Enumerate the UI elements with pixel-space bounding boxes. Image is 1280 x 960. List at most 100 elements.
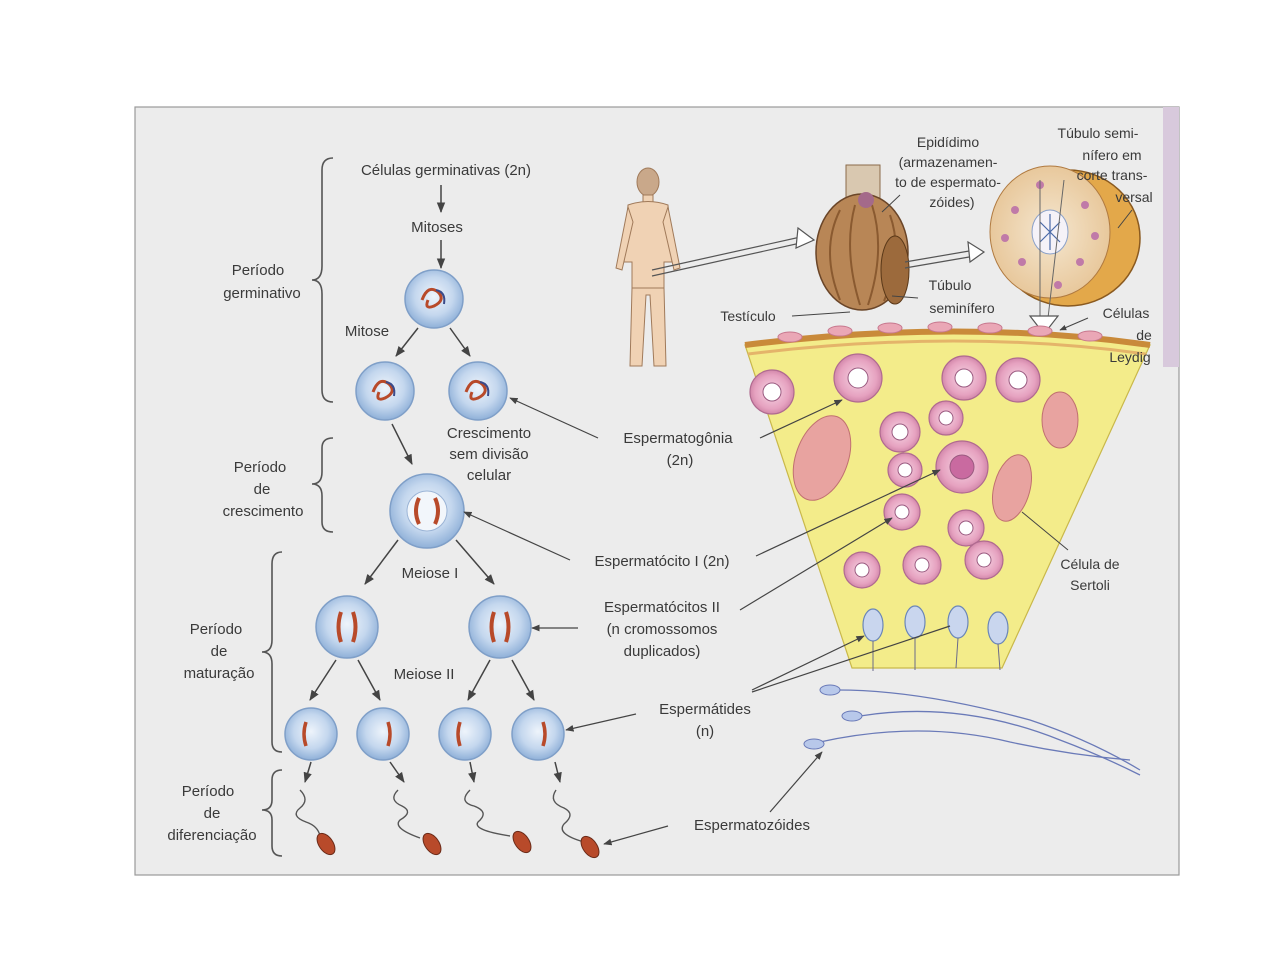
callout-line-leydig bbox=[1059, 317, 1089, 331]
brace-germinativo bbox=[311, 157, 334, 403]
figure-edge-strip bbox=[1163, 107, 1179, 367]
free-spermatozoa-heads bbox=[803, 684, 863, 750]
epididimo-label-4: zóides) bbox=[929, 194, 974, 210]
tubulo-corte-label-4: versal bbox=[1115, 189, 1152, 205]
meiose1-label: Meiose I bbox=[402, 565, 459, 582]
growth-label-2: sem divisão bbox=[449, 446, 528, 463]
arrow-mitose-right bbox=[449, 327, 471, 357]
arrow-mitose-left bbox=[395, 327, 419, 357]
callout-line-epididimo bbox=[881, 194, 901, 213]
callout-line-espermatides-1 bbox=[565, 713, 637, 732]
brace-diferenciacao bbox=[261, 769, 283, 857]
arrow-meiose2-1 bbox=[309, 659, 337, 701]
arrows-to-spermatozoa bbox=[303, 761, 562, 784]
period-crescimento-label-3: crescimento bbox=[223, 503, 304, 520]
tubulo-seminifero-label-1: Túbulo bbox=[929, 277, 972, 293]
spermatozoon-3 bbox=[464, 789, 532, 854]
sertoli-label-1: Célula de bbox=[1060, 556, 1119, 572]
espermatocitos2-detail-1: (n cromossomos bbox=[607, 621, 718, 638]
period-germinativo-label-2: germinativo bbox=[223, 285, 301, 302]
period-germinativo-label-1: Período bbox=[232, 262, 285, 279]
spermatid-cell-4 bbox=[511, 707, 565, 761]
human-figure-icon bbox=[615, 167, 681, 367]
tubulo-corte-label-2: nífero em bbox=[1082, 147, 1141, 163]
zoom-arrow-head bbox=[1028, 315, 1060, 335]
arrow-testis-to-tubule bbox=[904, 249, 976, 263]
arrow-body-to-testis bbox=[651, 235, 806, 271]
callout-line-espermatocitos2-2 bbox=[739, 517, 893, 611]
spermatogonium-cell-left bbox=[355, 361, 415, 421]
espermatides-ploidy: (n) bbox=[696, 723, 714, 740]
epididimo-label-3: to de espermato- bbox=[895, 174, 1001, 190]
period-diferenciacao-label-2: de bbox=[204, 805, 221, 822]
zoom-line-right bbox=[1047, 179, 1065, 319]
espermatocitos2-detail-2: duplicados) bbox=[624, 643, 701, 660]
epididimo-label-2: (armazenamen- bbox=[899, 154, 998, 170]
callout-line-tubulo-corte bbox=[1117, 209, 1133, 229]
espermatogonia-ploidy: (2n) bbox=[667, 452, 694, 469]
arrow-body-to-testis-head bbox=[795, 226, 816, 249]
arrow-meiose2-3 bbox=[467, 659, 491, 701]
period-diferenciacao-label-3: diferenciação bbox=[167, 827, 256, 844]
arrow-meiose1-left bbox=[364, 539, 399, 585]
callout-line-espermatogonia-1 bbox=[509, 397, 599, 439]
callout-line-espermatides-2 bbox=[751, 635, 865, 691]
growth-label-1: Crescimento bbox=[447, 425, 531, 442]
leydig-label-2: de bbox=[1136, 327, 1152, 343]
sertoli-label-2: Sertoli bbox=[1070, 577, 1110, 593]
spermatid-cell-1 bbox=[284, 707, 338, 761]
spermatozoon-2 bbox=[393, 789, 442, 856]
spermatocyte-ii-cell-left bbox=[315, 595, 379, 659]
arrow-to-spermatocyte bbox=[391, 423, 413, 465]
callout-line-espermatogonia-2 bbox=[759, 399, 843, 439]
leydig-label-1: Células bbox=[1103, 305, 1150, 321]
callout-line-sertoli bbox=[1021, 511, 1069, 551]
espermatozoides-label: Espermatozóides bbox=[694, 817, 810, 834]
spermatid-cell-2 bbox=[356, 707, 410, 761]
spermatocyte-i-cell bbox=[389, 473, 465, 549]
leydig-label-3: Leydig bbox=[1109, 349, 1150, 365]
spermatogonium-cell-right bbox=[448, 361, 508, 421]
callout-line-testiculo bbox=[791, 311, 851, 317]
brace-crescimento bbox=[311, 437, 334, 533]
period-maturacao-label-1: Período bbox=[190, 621, 243, 638]
spermatogonium-cell-top bbox=[404, 269, 464, 329]
espermatocitos2-label: Espermatócitos II bbox=[604, 599, 720, 616]
spermatozoon-4 bbox=[552, 789, 600, 859]
growth-label-3: celular bbox=[467, 467, 511, 484]
germ-cells-label: Células germinativas (2n) bbox=[361, 162, 531, 179]
arrow-meiose1-right bbox=[455, 539, 495, 585]
tubulo-corte-label-3: corte trans- bbox=[1077, 167, 1148, 183]
arrow-testis-to-tubule-2 bbox=[904, 255, 976, 269]
espermatocito1-label: Espermatócito I (2n) bbox=[594, 553, 729, 570]
testiculo-label: Testículo bbox=[720, 308, 775, 324]
meiose2-label: Meiose II bbox=[394, 666, 455, 683]
arrow-testis-to-tubule-head bbox=[967, 240, 986, 264]
mitoses-label: Mitoses bbox=[411, 219, 463, 236]
callout-line-espermatocito1-1 bbox=[463, 511, 571, 561]
period-maturacao-label-2: de bbox=[211, 643, 228, 660]
testis-illustration bbox=[815, 164, 910, 311]
spermatid-cell-3 bbox=[438, 707, 492, 761]
callout-line-tubulo-seminifero bbox=[891, 295, 919, 299]
spermatocyte-ii-cell-right bbox=[468, 595, 532, 659]
espermatides-label: Espermátides bbox=[659, 701, 751, 718]
period-diferenciacao-label-1: Período bbox=[182, 783, 235, 800]
espermatogonia-label: Espermatogônia bbox=[623, 430, 733, 447]
arrow-meiose2-4 bbox=[511, 659, 535, 701]
seminiferous-tissue-section bbox=[744, 321, 1151, 671]
tubulo-corte-label-1: Túbulo semi- bbox=[1058, 125, 1139, 141]
period-crescimento-label-1: Período bbox=[234, 459, 287, 476]
period-maturacao-label-3: maturação bbox=[184, 665, 255, 682]
period-crescimento-label-2: de bbox=[254, 481, 271, 498]
brace-maturacao bbox=[261, 551, 283, 753]
callout-line-espermatozoides-2 bbox=[769, 751, 823, 813]
period-braces bbox=[261, 157, 334, 857]
tubulo-seminifero-label-2: seminífero bbox=[929, 300, 995, 316]
free-spermatozoa bbox=[819, 689, 1141, 776]
tubule-cross-section bbox=[989, 165, 1141, 307]
arrow-body-to-testis-2 bbox=[651, 241, 806, 277]
epididimo-label-1: Epidídimo bbox=[917, 134, 979, 150]
spermatozoon-1 bbox=[295, 789, 336, 856]
